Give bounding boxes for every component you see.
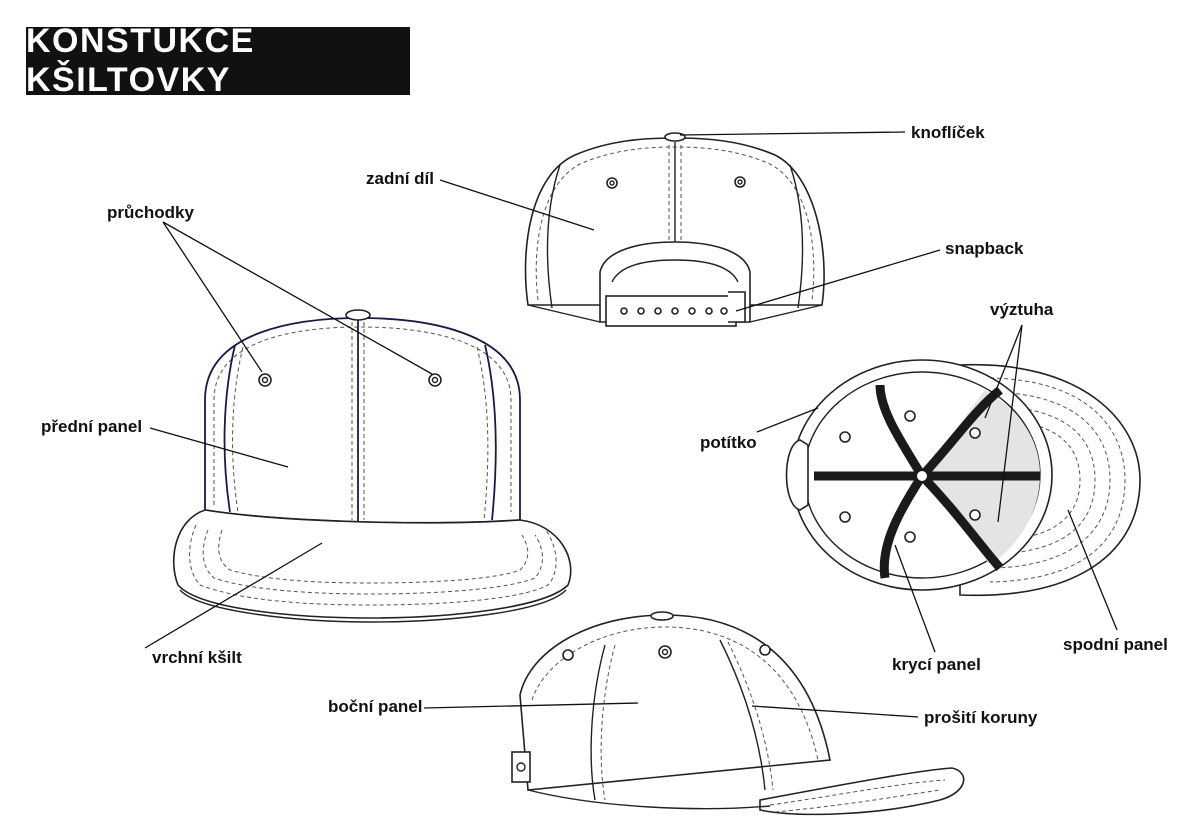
label-pruchodky: průchodky	[107, 203, 194, 222]
label-knoficek: knoflíček	[911, 123, 985, 142]
title-bar: KONSTUKCE KŠILTOVKY	[26, 22, 410, 99]
label-spodni-panel: spodní panel	[1063, 635, 1168, 654]
label-kryci-panel: krycí panel	[892, 655, 981, 674]
side-cap-illustration	[511, 611, 965, 816]
page-title: KONSTUKCE KŠILTOVKY	[26, 22, 255, 99]
label-predni-panel: přední panel	[41, 417, 142, 436]
label-potitko: potítko	[700, 433, 757, 452]
label-zadni-dil: zadní díl	[366, 169, 434, 188]
front-cap-illustration	[172, 309, 572, 623]
leader-lines	[144, 131, 1118, 718]
back-cap-illustration	[524, 132, 825, 327]
label-prositi-koruny: prošití koruny	[924, 708, 1038, 727]
label-bocni-panel: boční panel	[328, 697, 422, 716]
label-snapback: snapback	[945, 239, 1024, 258]
label-vrchni-ksilt: vrchní kšilt	[152, 648, 242, 667]
diagram-labels: průchodky přední panel vrchní kšilt zadn…	[41, 123, 1168, 727]
underside-cap-illustration	[785, 359, 1141, 597]
label-vyztuha: výztuha	[990, 300, 1054, 319]
